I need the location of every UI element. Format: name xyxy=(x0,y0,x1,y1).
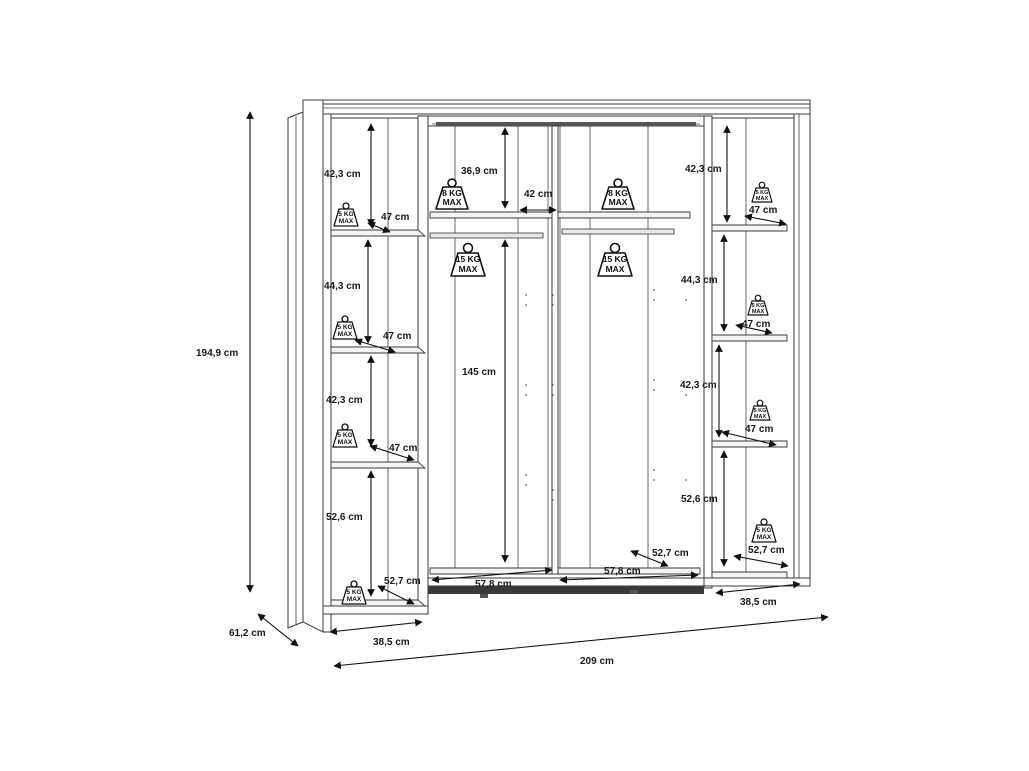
weight-value: 5 KG xyxy=(752,303,765,309)
weight-max: MAX xyxy=(338,331,353,338)
weight-max: MAX xyxy=(606,264,625,274)
left-compartment xyxy=(330,117,424,607)
weight-icon: 5 KG MAX xyxy=(333,202,359,227)
weight-value: 5 KG xyxy=(756,190,769,196)
right-depth-2-label: 47 cm xyxy=(742,319,770,330)
left-plinth xyxy=(322,605,429,615)
middle-compartment xyxy=(427,115,705,587)
middle-divider xyxy=(551,125,559,575)
overall-width-label: 209 cm xyxy=(580,656,614,667)
weight-value: 5 KG xyxy=(338,211,353,218)
left-back-edge xyxy=(287,111,304,629)
middle-shelf-left xyxy=(429,211,553,219)
overall-height-label: 194,9 cm xyxy=(196,348,238,359)
middle-top-gap-label: 36,9 cm xyxy=(461,166,498,177)
right-compartment xyxy=(703,117,795,587)
weight-value: 5 KG xyxy=(337,432,352,439)
weight-max: MAX xyxy=(754,414,767,420)
right-bottom-depth-label: 52,7 cm xyxy=(748,545,785,556)
middle-hanging-height-label: 145 cm xyxy=(462,367,496,378)
right-gap-4-label: 52,6 cm xyxy=(681,494,718,505)
left-outer-panel xyxy=(322,113,332,633)
right-shelf-2 xyxy=(711,334,788,342)
left-section-dimensions: 42,3 cm 44,3 cm 42,3 cm 52,6 cm 47 cm 47… xyxy=(324,123,423,648)
weight-max: MAX xyxy=(757,534,772,541)
weight-icon: 15 KG MAX xyxy=(450,242,486,277)
top-board xyxy=(322,103,811,115)
weight-value: 15 KG xyxy=(603,254,628,264)
peg-holes xyxy=(525,284,788,501)
weight-max: MAX xyxy=(752,309,765,315)
middle-shelf-gap-label: 42 cm xyxy=(524,189,552,200)
left-shelf-3 xyxy=(330,461,427,469)
bottom-rail xyxy=(428,586,704,594)
right-depth-1-label: 47 cm xyxy=(749,205,777,216)
right-gap-3-label: 42,3 cm xyxy=(680,380,717,391)
left-gap-1-label: 42,3 cm xyxy=(324,169,361,180)
overall-dimensions: 194,9 cm 61,2 cm 209 cm xyxy=(196,111,829,670)
middle-bottom-width-2-label: 57,8 cm xyxy=(604,566,641,577)
weight-icon: 15 KG MAX xyxy=(597,242,633,277)
left-width-label: 38,5 cm xyxy=(373,637,410,648)
left-gap-4-label: 52,6 cm xyxy=(326,512,363,523)
right-section-dimensions: 42,3 cm 44,3 cm 42,3 cm 52,6 cm 47 cm 47… xyxy=(680,125,801,608)
weight-icon: 5 KG MAX xyxy=(341,580,367,605)
weight-max: MAX xyxy=(338,439,353,446)
weight-icon: 5 KG MAX xyxy=(747,294,769,316)
weight-max: MAX xyxy=(756,196,769,202)
weight-max: MAX xyxy=(609,197,628,207)
weight-icon: 8 KG MAX xyxy=(435,178,469,210)
weight-max: MAX xyxy=(443,197,462,207)
width-arrow xyxy=(333,613,829,670)
right-shelf-3 xyxy=(711,440,788,448)
weight-icon: 8 KG MAX xyxy=(601,178,635,210)
left-gap-2-label: 44,3 cm xyxy=(324,281,361,292)
right-gap-1-label: 42,3 cm xyxy=(685,164,722,175)
left-divider xyxy=(417,115,429,611)
right-bottom xyxy=(711,571,788,579)
weight-icon: 5 KG MAX xyxy=(749,399,771,421)
weight-max: MAX xyxy=(347,596,362,603)
right-gap-2-label: 44,3 cm xyxy=(681,275,718,286)
depth-arrow xyxy=(257,613,299,647)
weight-icon: 5 KG MAX xyxy=(332,315,358,340)
overall-depth-label: 61,2 cm xyxy=(229,628,266,639)
right-divider xyxy=(703,115,713,589)
left-depth-2-label: 47 cm xyxy=(383,331,411,342)
middle-section-dimensions: 36,9 cm 42 cm 145 cm 57,8 cm 57,8 cm 52,… xyxy=(431,127,699,590)
left-bottom-depth-label: 52,7 cm xyxy=(384,576,421,587)
wardrobe-body xyxy=(287,99,811,633)
weight-max: MAX xyxy=(339,218,354,225)
weight-value: 8 KG xyxy=(442,188,462,198)
weight-value: 5 KG xyxy=(754,408,767,414)
middle-bottom-width-1-label: 57,8 cm xyxy=(475,579,512,590)
weight-value: 8 KG xyxy=(608,188,628,198)
left-shelf-2 xyxy=(330,346,427,354)
top-rail-track xyxy=(436,122,696,126)
middle-bottom-depth-label: 52,7 cm xyxy=(652,548,689,559)
weight-icon: 5 KG MAX xyxy=(751,181,773,203)
left-gap-3-label: 42,3 cm xyxy=(326,395,363,406)
left-depth-1-label: 47 cm xyxy=(381,212,409,223)
weight-max: MAX xyxy=(459,264,478,274)
left-side-depth-panel xyxy=(302,99,324,633)
middle-shelf-right xyxy=(557,211,691,219)
right-outer-panel xyxy=(793,113,811,587)
weight-icon: 5 KG MAX xyxy=(751,518,777,543)
weight-icon: 5 KG MAX xyxy=(332,423,358,448)
hanging-rail-right xyxy=(561,228,675,235)
weight-value: 5 KG xyxy=(346,589,361,596)
right-width-label: 38,5 cm xyxy=(740,597,777,608)
weight-value: 5 KG xyxy=(756,527,771,534)
hanging-rail-left xyxy=(429,232,544,239)
right-depth-3-label: 47 cm xyxy=(745,424,773,435)
weight-value: 5 KG xyxy=(337,324,352,331)
left-shelf-1 xyxy=(330,229,427,237)
right-shelf-1 xyxy=(711,224,788,232)
weight-value: 15 KG xyxy=(456,254,481,264)
left-depth-3-label: 47 cm xyxy=(389,443,417,454)
